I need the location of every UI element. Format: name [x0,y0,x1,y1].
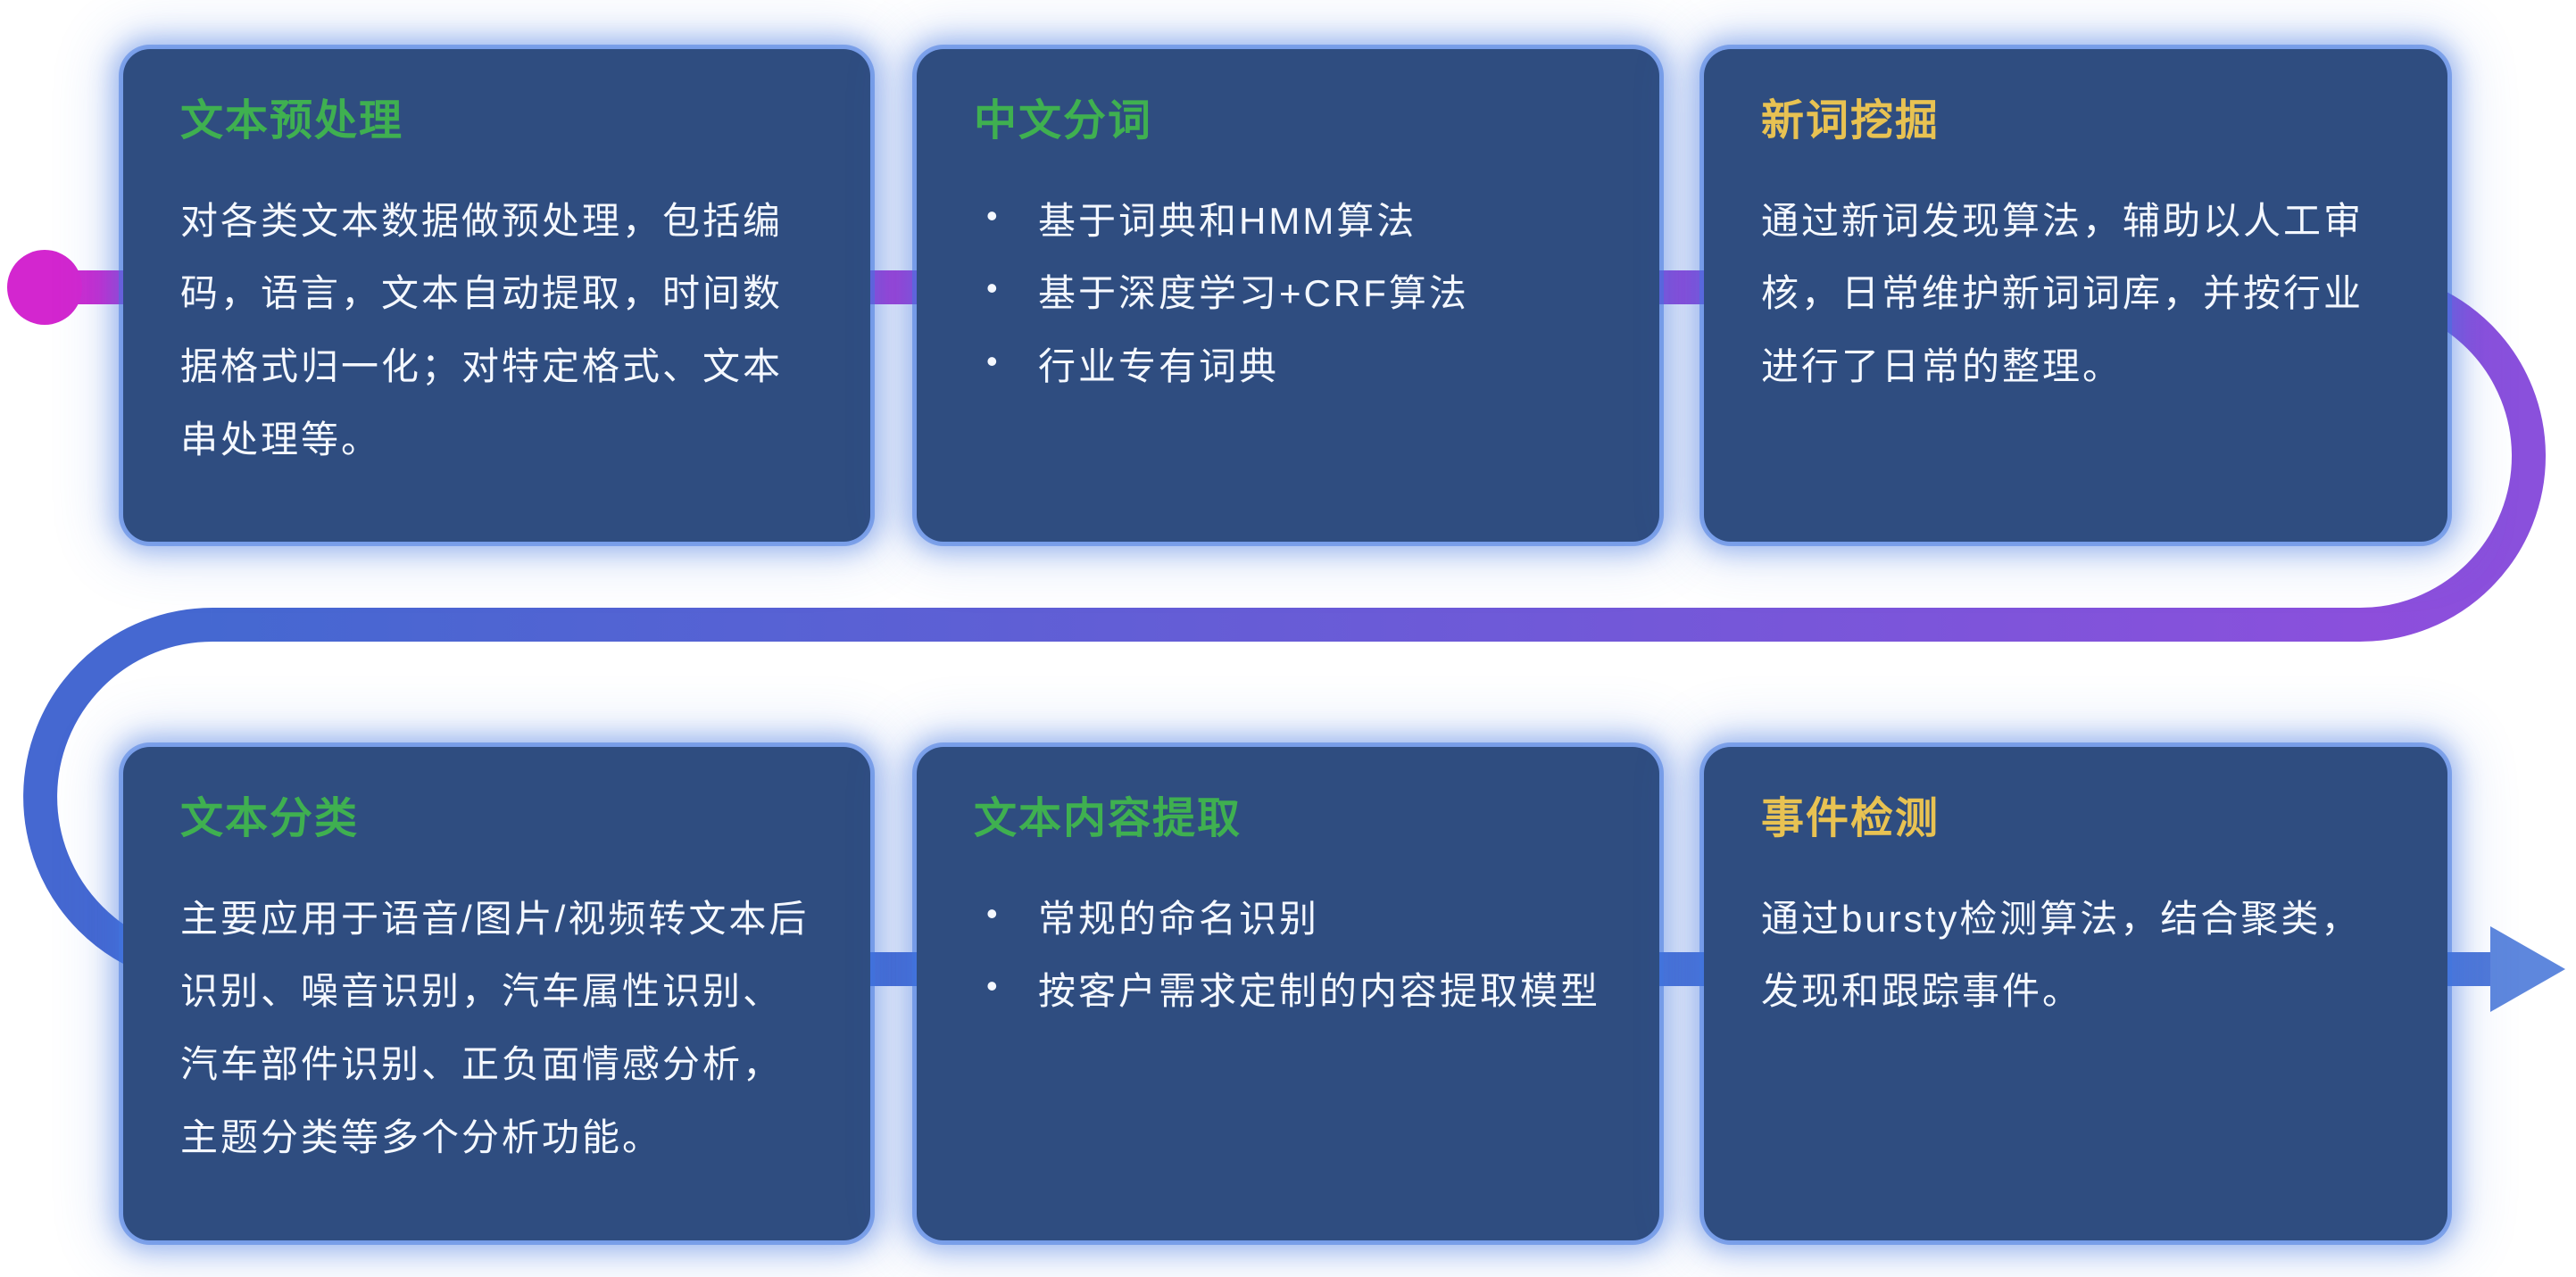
card-event-detection: 事件检测 通过bursty检测算法，结合聚类，发现和跟踪事件。 [1704,747,2447,1240]
card-body: 主要应用于语音/图片/视频转文本后识别、噪音识别，汽车属性识别、汽车部件识别、正… [180,897,810,1159]
card-new-word-mining: 新词挖掘 通过新词发现算法，辅助以人工审核，日常维护新词词库，并按行业进行了日常… [1704,49,2447,542]
bullet-icon: • [986,967,1001,1005]
bullet-item: • 基于深度学习+CRF算法 [974,257,1602,330]
bullet-icon: • [986,343,1001,380]
card-title: 文本分类 [180,795,360,842]
card-body: 通过bursty检测算法，结合聚类，发现和跟踪事件。 [1761,897,2362,1013]
card-bullet-list: • 基于词典和HMM算法 • 基于深度学习+CRF算法 • 行业专有词典 [974,185,1602,404]
bullet-text: 基于词典和HMM算法 [1038,199,1417,242]
card-title: 文本内容提取 [974,795,1242,842]
bullet-text: 常规的命名识别 [1038,897,1320,940]
bullet-text: 行业专有词典 [1038,345,1280,388]
card-text-content-extraction: 文本内容提取 • 常规的命名识别 • 按客户需求定制的内容提取模型 [917,747,1659,1240]
card-bullet-list: • 常规的命名识别 • 按客户需求定制的内容提取模型 [974,883,1602,1029]
card-body: 对各类文本数据做预处理，包括编码，语言，文本自动提取，时间数据格式归一化；对特定… [180,199,784,461]
card-title: 中文分词 [974,97,1153,145]
bullet-text: 基于深度学习+CRF算法 [1038,272,1469,315]
card-title: 新词挖掘 [1761,97,1940,145]
bullet-icon: • [986,269,1001,307]
bullet-item: • 常规的命名识别 [974,883,1602,956]
card-text-preprocessing: 文本预处理 对各类文本数据做预处理，包括编码，语言，文本自动提取，时间数据格式归… [123,49,870,542]
bullet-text: 按客户需求定制的内容提取模型 [1038,970,1601,1013]
bullet-item: • 基于词典和HMM算法 [974,185,1602,258]
bullet-item: • 行业专有词典 [974,330,1602,403]
bullet-icon: • [986,196,1001,234]
bullet-icon: • [986,894,1001,932]
card-title: 事件检测 [1761,795,1940,842]
card-text-classification: 文本分类 主要应用于语音/图片/视频转文本后识别、噪音识别，汽车属性识别、汽车部… [123,747,870,1240]
flow-start-dot-icon [7,250,82,325]
card-chinese-word-segmentation: 中文分词 • 基于词典和HMM算法 • 基于深度学习+CRF算法 • 行业专有词… [917,49,1659,542]
card-title: 文本预处理 [180,97,404,145]
card-body: 通过新词发现算法，辅助以人工审核，日常维护新词词库，并按行业进行了日常的整理。 [1761,199,2364,388]
bullet-item: • 按客户需求定制的内容提取模型 [974,955,1602,1028]
flow-arrow-head-icon [2490,926,2565,1012]
